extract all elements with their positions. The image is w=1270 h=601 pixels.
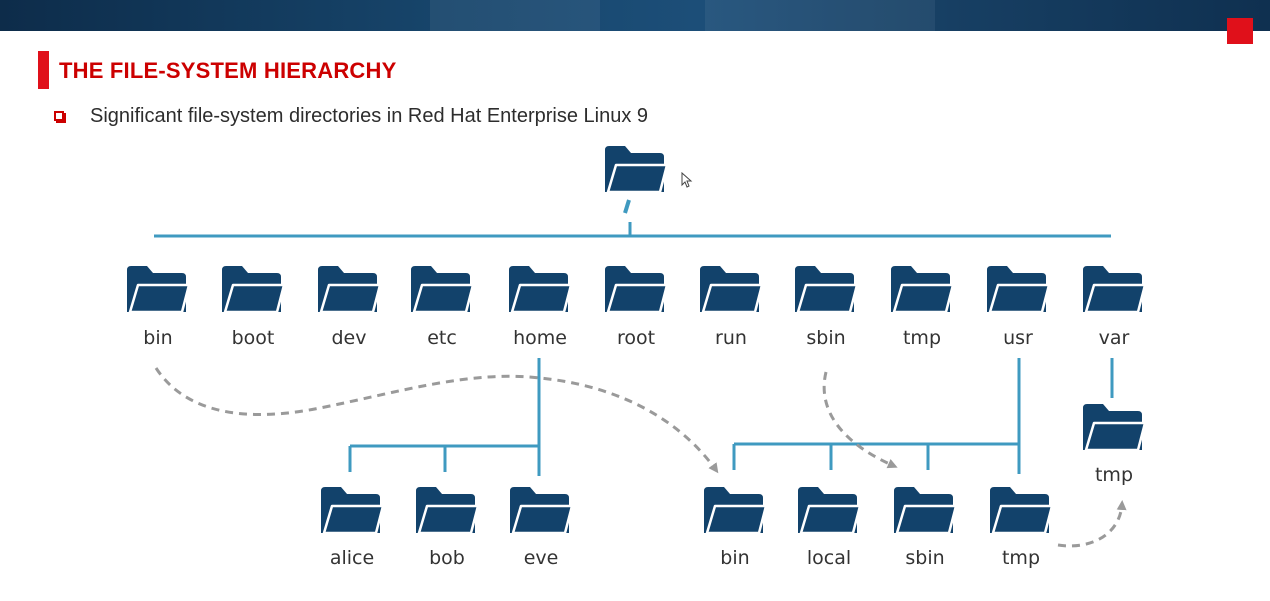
folder-icon-usr-bin[interactable]: [704, 487, 768, 535]
folder-label-usr-local: local: [807, 547, 851, 569]
folder-label-etc: etc: [427, 327, 457, 349]
folder-icon-sbin[interactable]: [795, 266, 859, 314]
folder-label-tmp: tmp: [903, 327, 941, 349]
folder-label-usr-bin: bin: [720, 547, 749, 569]
folder-label-bob: bob: [429, 547, 465, 569]
folder-icon-usr-sbin[interactable]: [894, 487, 958, 535]
folder-icon-usr-local[interactable]: [798, 487, 862, 535]
title-accent-bar: [38, 51, 49, 89]
folder-label-var: var: [1099, 327, 1130, 349]
folder-icon-dev[interactable]: [318, 266, 382, 314]
folder-label-boot: boot: [232, 327, 275, 349]
folder-icon-home-alice[interactable]: [321, 487, 385, 535]
folder-label-alice: alice: [330, 547, 374, 569]
folder-icon-usr-tmp[interactable]: [990, 487, 1054, 535]
brand-corner-mark: [1227, 18, 1253, 44]
folder-label-dev: dev: [332, 327, 367, 349]
folder-icon-home-bob[interactable]: [416, 487, 480, 535]
folder-label-run: run: [715, 327, 747, 349]
folder-label-usr: usr: [1003, 327, 1033, 349]
folder-icon-etc[interactable]: [411, 266, 475, 314]
folder-label-root: root: [617, 327, 655, 349]
slide-subtitle: Significant file-system directories in R…: [90, 105, 649, 127]
folder-label-home: home: [513, 327, 567, 349]
folder-label-eve: eve: [524, 547, 559, 569]
link-arrow-bin: [154, 367, 719, 474]
folder-icon-usr[interactable]: [987, 266, 1051, 314]
link-arrows: [154, 367, 1127, 548]
banner-panel: [705, 0, 935, 31]
folder-icon-var[interactable]: [1083, 266, 1147, 314]
folder-label-sbin: sbin: [806, 327, 845, 349]
folder-icon-bin[interactable]: [127, 266, 191, 314]
folder-icon-run[interactable]: [700, 266, 764, 314]
checkbox-bullet-icon: [54, 111, 64, 121]
folder-label-usr-tmp: tmp: [1002, 547, 1040, 569]
folder-icon-home-eve[interactable]: [510, 487, 574, 535]
link-arrow-tmp: [1057, 500, 1127, 548]
folder-label-bin: bin: [143, 327, 172, 349]
root-folder-icon[interactable]: [605, 146, 669, 194]
banner-panel: [430, 0, 600, 31]
top-banner: [0, 0, 1270, 31]
mouse-cursor-icon: [681, 172, 693, 188]
folder-icon-boot[interactable]: [222, 266, 286, 314]
folder-icon-home[interactable]: [509, 266, 573, 314]
tree-connectors: [154, 199, 1114, 476]
folder-label-usr-sbin: sbin: [905, 547, 944, 569]
folder-icon-root[interactable]: [605, 266, 669, 314]
folder-label-var-tmp: tmp: [1095, 464, 1133, 486]
folder-icon-var-tmp[interactable]: [1083, 404, 1147, 452]
folder-icon-tmp[interactable]: [891, 266, 955, 314]
root-connector: [623, 199, 631, 214]
link-arrow-sbin: [822, 371, 898, 469]
slide-title: THE FILE-SYSTEM HIERARCHY: [59, 58, 397, 83]
